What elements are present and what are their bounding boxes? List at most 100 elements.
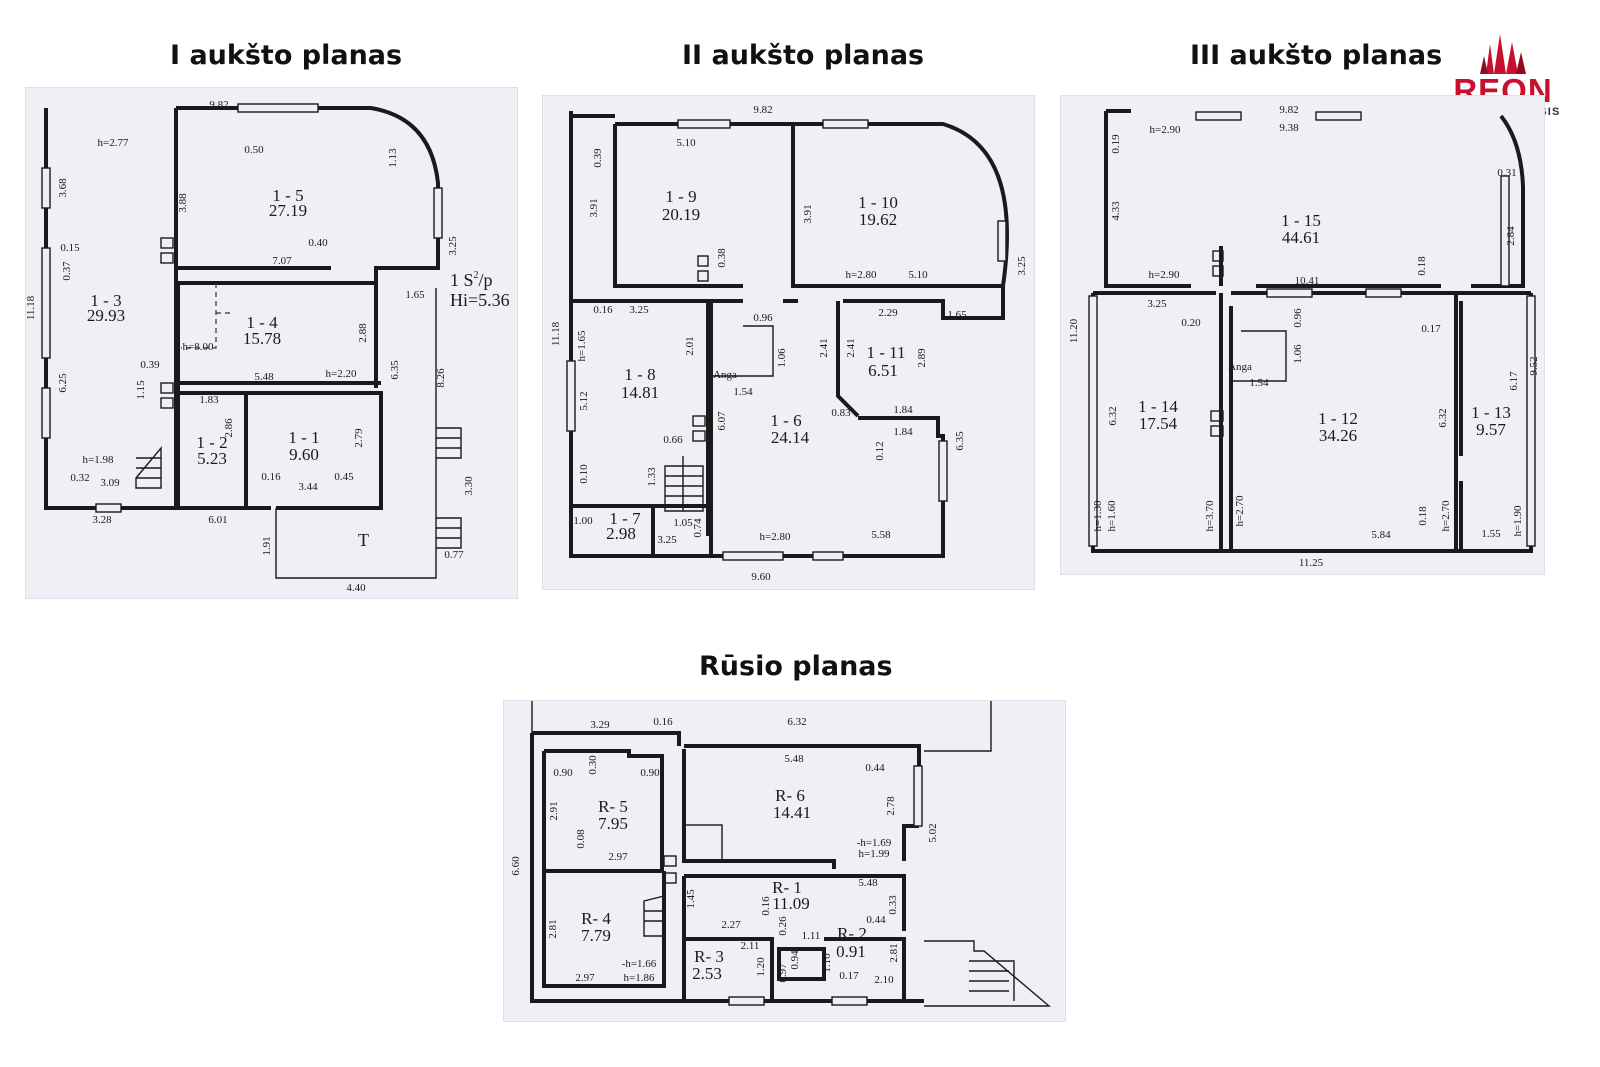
bs-room-area: 2.53 <box>692 964 722 983</box>
bs-dim: 2.10 <box>874 974 894 986</box>
f3-room-area: 9.57 <box>1476 420 1506 439</box>
f3-dim: 0.18 <box>1416 256 1428 276</box>
f2-dim: 5.58 <box>871 529 891 541</box>
f3-room-id: 1 - 15 <box>1281 211 1321 230</box>
f2-dim: 0.96 <box>753 312 773 324</box>
f1-dim: 0.32 <box>70 472 89 484</box>
f2-room-id: 1 - 10 <box>858 193 898 212</box>
f2-room-area: 19.62 <box>859 210 897 229</box>
f1-dim: 11.18 <box>26 295 37 320</box>
bs-dim: 0.30 <box>587 755 599 775</box>
bs-dim: 2.81 <box>547 919 559 938</box>
f1-dim: 0.40 <box>308 237 328 249</box>
f3-dim: 6.17 <box>1508 371 1520 391</box>
bs-dim: 0.94 <box>789 950 801 970</box>
f2-room-id: 1 - 9 <box>665 187 696 206</box>
f2-dim: 3.91 <box>588 198 600 217</box>
f2-dim: 5.10 <box>676 137 696 149</box>
f2-dim: 1.84 <box>893 426 913 438</box>
f1-dim: 2.79 <box>353 428 365 448</box>
f2-dim: 2.41 <box>845 338 857 357</box>
f3-room-id: 1 - 14 <box>1138 397 1178 416</box>
f3-dim: 10.41 <box>1295 275 1320 287</box>
f2-dim: 3.25 <box>1016 256 1028 276</box>
f3-dim: 9.52 <box>1528 356 1540 375</box>
f2-dim: 5.10 <box>908 269 928 281</box>
f2-dim: 2.01 <box>684 336 696 355</box>
bs-dim: 0.44 <box>866 914 886 926</box>
floor3-drawing: 1 - 15 44.61 1 - 14 17.54 1 - 12 34.26 1… <box>1068 104 1540 569</box>
basement-title: Rūsio planas <box>699 651 893 682</box>
f1-room-id: 1 - 1 <box>288 428 319 447</box>
f1-dim: 1.65 <box>405 289 425 301</box>
f1-dim: h=2.20 <box>326 368 357 380</box>
bs-dim: 0.26 <box>777 916 789 936</box>
floor2-title: II aukšto planas <box>682 40 925 71</box>
bs-dim: 0.44 <box>865 762 885 774</box>
f1-dim: 3.09 <box>100 477 120 489</box>
f1-label-s: 1 S2/p <box>450 270 493 290</box>
f3-room-area: 44.61 <box>1282 228 1320 247</box>
bs-dim: 2.11 <box>741 940 760 952</box>
f1-dim: h=8.00 <box>183 341 214 353</box>
f2-dim: 1.84 <box>893 404 913 416</box>
f1-dim: 0.50 <box>244 144 264 156</box>
f1-dim: 5.48 <box>254 371 274 383</box>
bs-dim: h=1.99 <box>859 848 890 860</box>
f1-room-area: 27.19 <box>269 201 307 220</box>
f1-room-area: 9.60 <box>289 445 319 464</box>
f2-dim: 3.25 <box>657 534 677 546</box>
f1-dim: 1.91 <box>261 536 273 555</box>
f3-room-id: 1 - 12 <box>1318 409 1358 428</box>
bs-dim: 3.29 <box>590 719 610 731</box>
bs-dim: 2.81 <box>888 943 900 962</box>
f2-dim: 2.29 <box>878 307 898 319</box>
f1-dim: h=1.98 <box>83 454 114 466</box>
floor2-plan: 1 - 9 20.19 1 - 10 19.62 1 - 8 14.81 1 -… <box>542 95 1035 590</box>
f2-dim: 0.74 <box>692 518 704 538</box>
f3-dim: 0.31 <box>1497 167 1516 179</box>
f1-dim: 0.45 <box>334 471 354 483</box>
f1-dim: 3.28 <box>92 514 112 526</box>
f1-dim: h=2.77 <box>98 137 129 149</box>
f2-dim: 1.00 <box>573 515 593 527</box>
f3-dim: 4.33 <box>1110 201 1122 221</box>
f3-dim: 6.32 <box>1437 408 1449 427</box>
bs-dim: 6.60 <box>510 856 522 876</box>
bs-dim: 2.91 <box>548 801 560 820</box>
bs-dim: 0.90 <box>640 767 660 779</box>
floor3-title: III aukšto planas <box>1190 40 1443 71</box>
bs-dim: 1.11 <box>802 930 821 942</box>
f2-dim: 6.07 <box>716 411 728 431</box>
f1-dim: 6.25 <box>57 373 69 393</box>
f1-label-terrace: T <box>358 530 369 550</box>
bs-room-area: 7.95 <box>598 814 628 833</box>
f1-room-area: 5.23 <box>197 449 227 468</box>
bs-dim: 2.97 <box>608 851 628 863</box>
f2-room-area: 2.98 <box>606 524 636 543</box>
f1-label-hi: Hi=5.36 <box>450 290 510 310</box>
bs-dim: 0.16 <box>653 716 673 728</box>
f3-dim: Anga <box>1228 361 1252 373</box>
f1-dim: 1.83 <box>199 394 219 406</box>
f1-dim: 9.82 <box>209 99 228 111</box>
floor1-title: I aukšto planas <box>170 40 403 71</box>
f2-dim: 5.12 <box>578 391 590 410</box>
bs-dim: -h=1.66 <box>622 958 657 970</box>
f3-dim: h=2.90 <box>1150 124 1181 136</box>
f1-dim: 6.35 <box>389 360 401 380</box>
f2-dim: 0.12 <box>874 441 886 460</box>
f3-dim: 0.20 <box>1181 317 1201 329</box>
f1-room-area: 15.78 <box>243 329 281 348</box>
f2-dim: 2.89 <box>916 348 928 368</box>
f1-dim: 1.15 <box>135 380 147 400</box>
f1-dim: 6.01 <box>208 514 227 526</box>
bs-dim: 6.32 <box>787 716 806 728</box>
f3-dim: 1.55 <box>1481 528 1501 540</box>
f3-dim: h=1.90 <box>1512 505 1524 536</box>
bs-dim: 2.27 <box>721 919 741 931</box>
bs-dim: 1.45 <box>685 889 697 909</box>
f3-dim: 6.32 <box>1107 406 1119 425</box>
f1-dim: 0.39 <box>140 359 160 371</box>
f2-dim: 1.05 <box>673 517 693 529</box>
